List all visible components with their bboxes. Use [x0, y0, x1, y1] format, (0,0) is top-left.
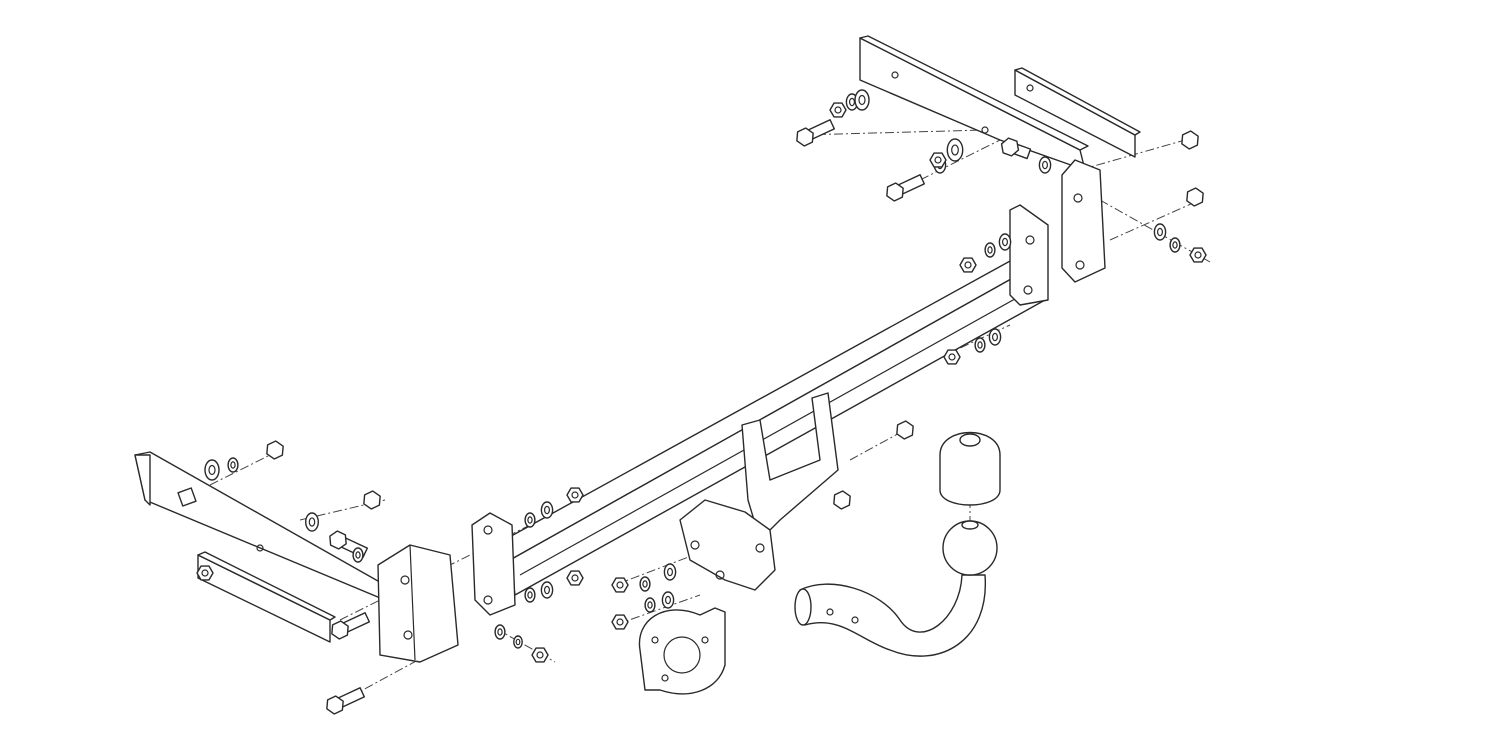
- hex-nut: [1189, 247, 1207, 263]
- hex-nut: [829, 102, 847, 118]
- washer: [1169, 237, 1181, 253]
- washer: [1153, 223, 1167, 241]
- washer: [984, 242, 996, 258]
- hex-nut: [959, 257, 977, 273]
- bolt: [363, 490, 381, 510]
- washer: [352, 547, 364, 563]
- bolt: [266, 440, 284, 460]
- bolt: [796, 119, 836, 147]
- towball-neck: [794, 574, 986, 657]
- washer: [644, 597, 656, 613]
- hex-nut: [611, 614, 629, 630]
- hex-nut: [943, 349, 961, 365]
- washer: [227, 457, 239, 473]
- washer: [524, 512, 536, 528]
- hex-nut: [196, 565, 214, 581]
- tow-ball: [942, 520, 998, 576]
- washer: [854, 89, 870, 111]
- socket-mounting-plate: [638, 607, 726, 695]
- bolt: [833, 490, 851, 510]
- washer: [661, 591, 675, 609]
- hex-nut: [929, 152, 947, 168]
- fastener-hardware: [196, 89, 1207, 715]
- bolt: [326, 687, 366, 715]
- bolt: [886, 174, 926, 202]
- washer: [204, 459, 220, 481]
- hex-nut: [566, 487, 584, 503]
- left-end-flange: [377, 512, 516, 663]
- bolt: [896, 420, 914, 440]
- washer: [524, 587, 536, 603]
- hex-nut: [566, 570, 584, 586]
- washer: [513, 635, 523, 649]
- washer: [305, 512, 320, 532]
- washer: [494, 624, 506, 640]
- washer: [998, 233, 1012, 251]
- bolt: [1000, 137, 1032, 160]
- right-clamp-strip: [1014, 67, 1141, 158]
- right-mounting-plate: [859, 35, 1089, 171]
- washer: [988, 328, 1002, 346]
- left-mounting-plate: [134, 451, 386, 601]
- washer: [974, 337, 986, 353]
- washer: [663, 563, 677, 581]
- washer: [946, 138, 964, 162]
- hitch-bracket: [679, 392, 839, 591]
- washer: [540, 501, 554, 519]
- right-end-flange: [1009, 159, 1106, 306]
- tow-ball-cap: [939, 431, 1001, 506]
- washer: [639, 576, 651, 592]
- washer: [1038, 156, 1052, 174]
- washer: [540, 581, 554, 599]
- bolt: [1186, 187, 1204, 207]
- hex-nut: [611, 577, 629, 593]
- hex-nut: [531, 647, 549, 663]
- bolt: [1181, 130, 1199, 150]
- bolt: [331, 612, 371, 640]
